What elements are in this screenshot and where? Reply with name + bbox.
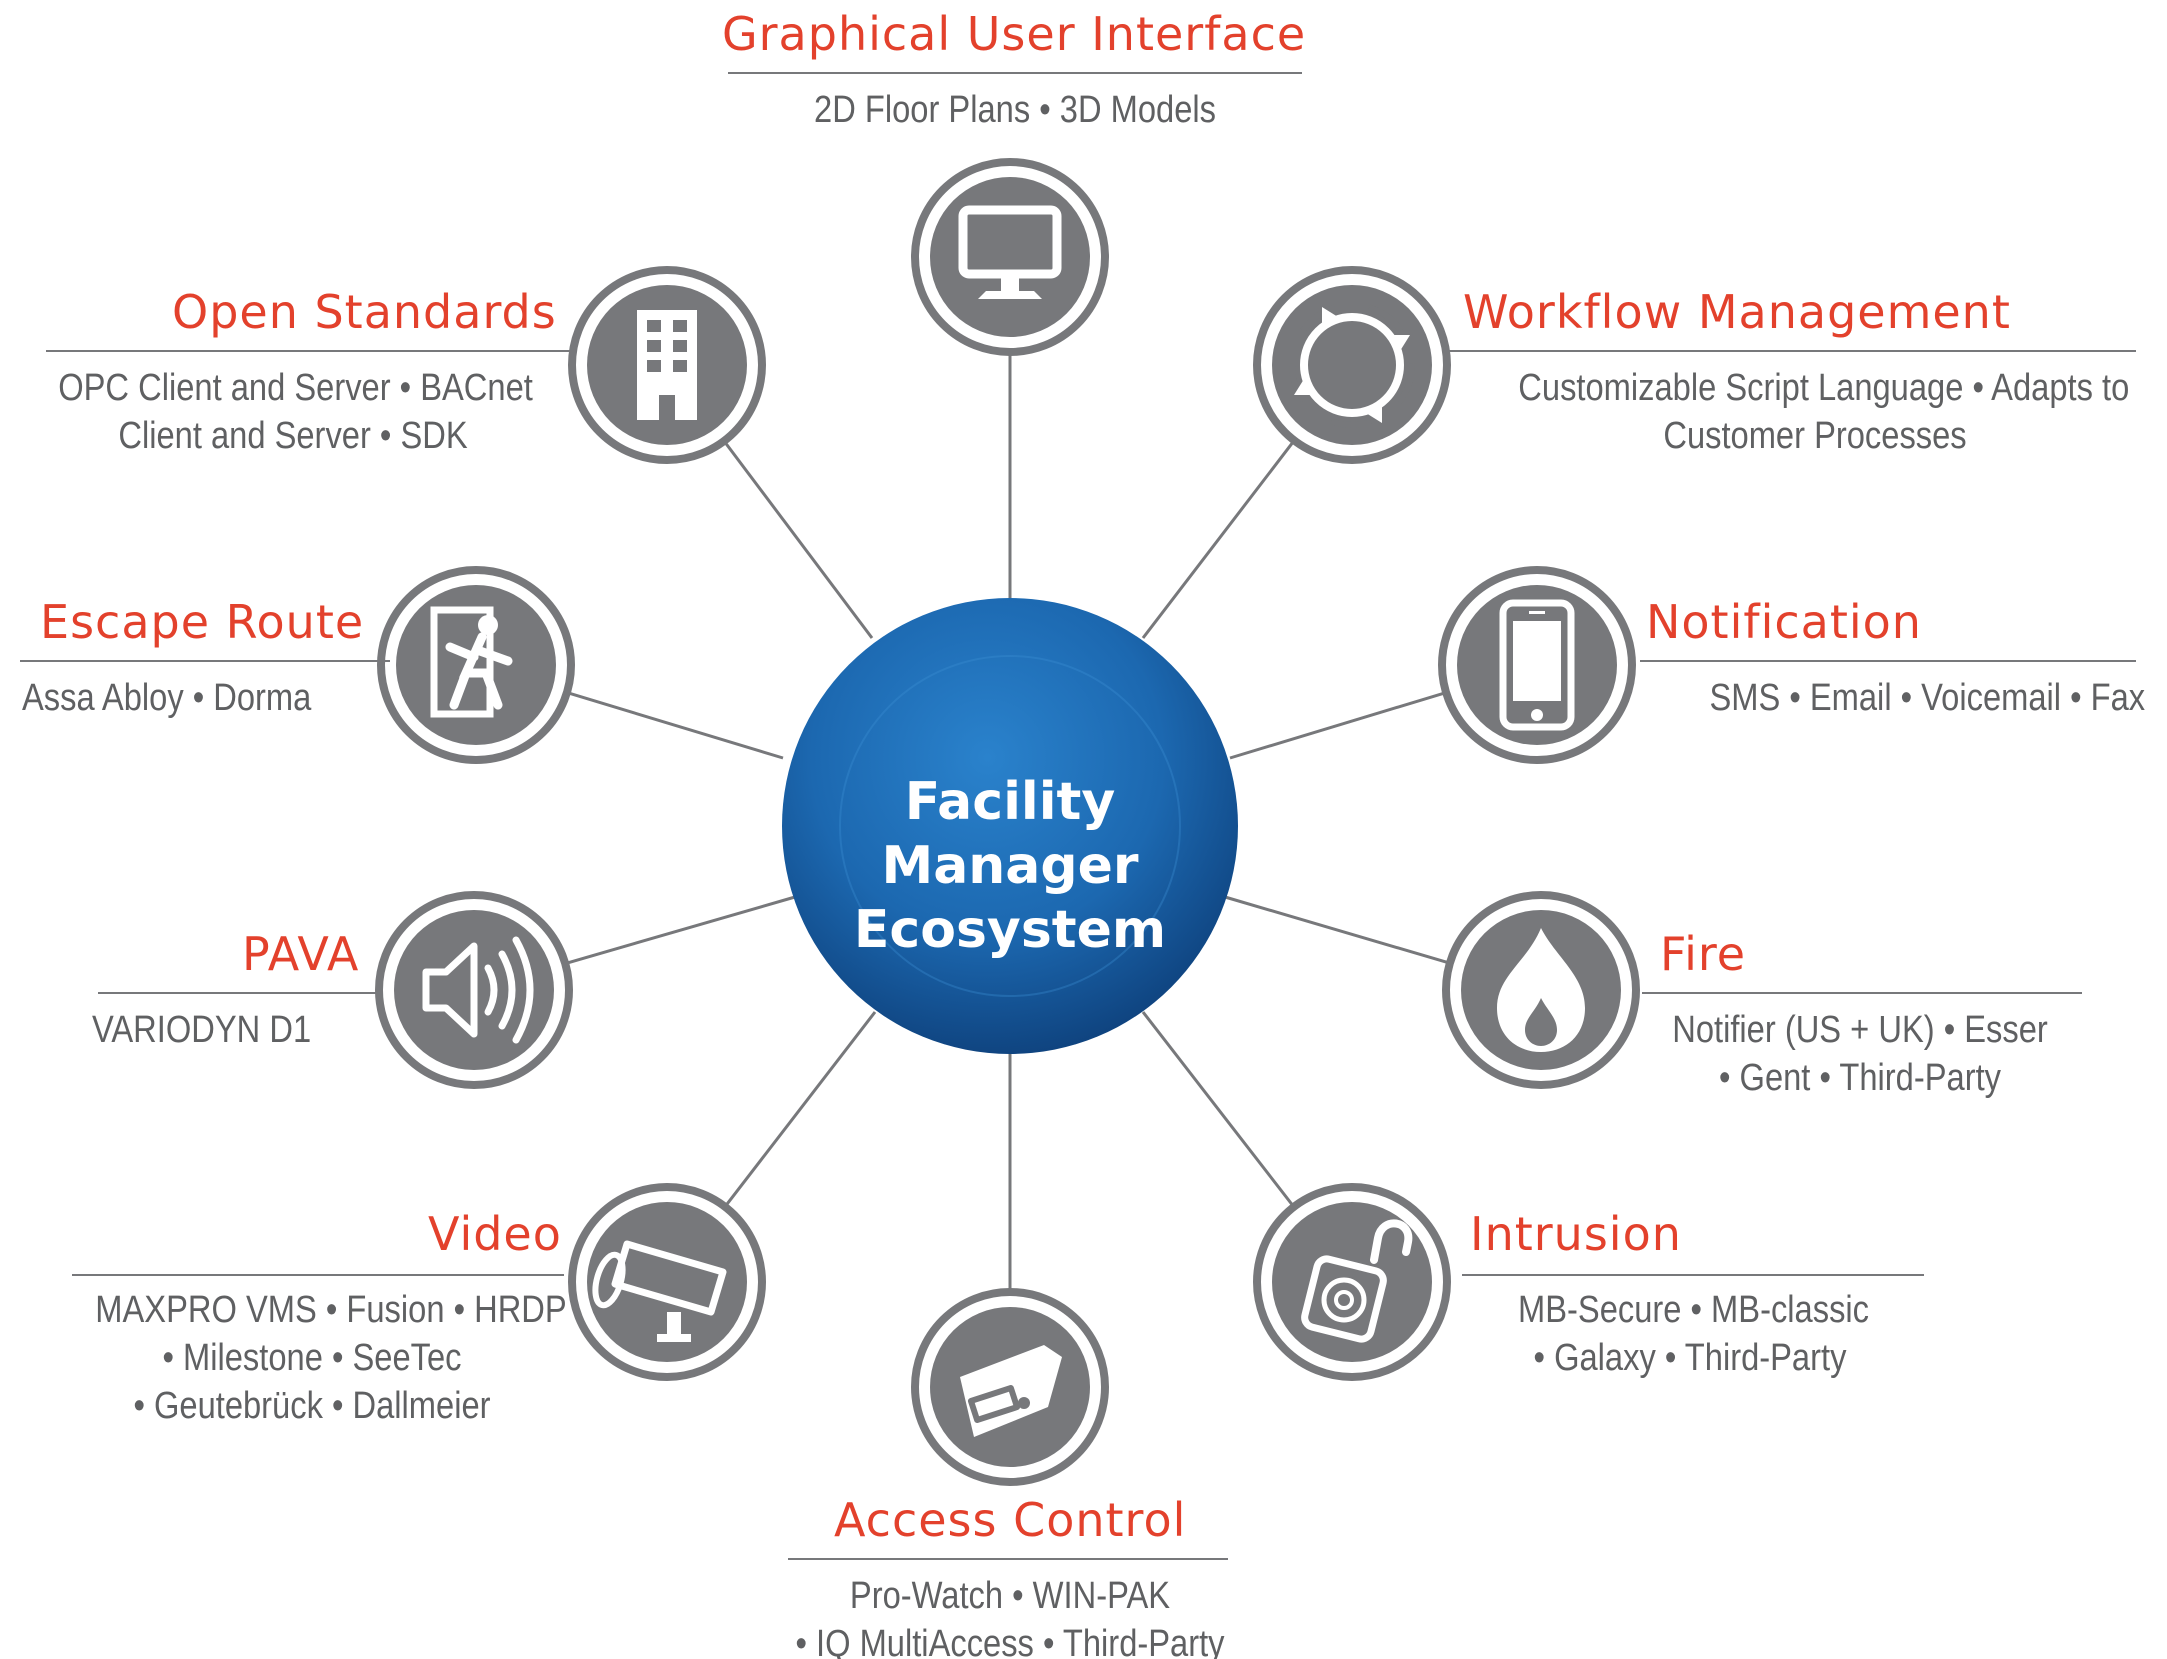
hub-label-line-1: Facility Manager: [881, 772, 1139, 896]
node-workflow-title: Workflow Management: [1463, 285, 2011, 339]
description-line: Notifier (US + UK) • Esser: [1672, 1009, 2048, 1051]
description-line: SMS • Email • Voicemail • Fax: [1709, 677, 2146, 719]
node-access-control-description: Pro-Watch • WIN-PAK • IQ MultiAccess • T…: [795, 1572, 1225, 1659]
node-pava-title: PAVA: [242, 927, 360, 981]
description-line: Client and Server • SDK: [118, 415, 468, 457]
node-video-description: MAXPRO VMS • Fusion • HRDP • Milestone •…: [95, 1286, 567, 1430]
node-notification-title: Notification: [1646, 595, 1922, 649]
description-line: Pro-Watch • WIN-PAK: [849, 1575, 1171, 1617]
node-notification-description: SMS • Email • Voicemail • Fax: [1709, 674, 2146, 722]
node-pava-rule: [98, 992, 376, 994]
description-line: • IQ MultiAccess • Third-Party: [795, 1623, 1225, 1659]
node-open-standards-title: Open Standards: [172, 285, 557, 339]
speaker-icon: [375, 891, 573, 1089]
node-fire-description: Notifier (US + UK) • Esser • Gent • Thir…: [1671, 1006, 2049, 1102]
hub-label: Facility Manager Ecosystem: [780, 770, 1240, 962]
node-escape-route-rule: [20, 660, 390, 662]
node-escape-route-description: Assa Abloy • Dorma: [22, 674, 366, 722]
cctv-camera-icon: [568, 1183, 766, 1381]
emergency-exit-icon: [377, 566, 575, 764]
description-line: • Gent • Third-Party: [1719, 1057, 2001, 1099]
description-line: • Milestone • SeeTec: [162, 1337, 462, 1379]
description-line: Assa Abloy • Dorma: [22, 677, 312, 719]
node-gui-description: 2D Floor Plans • 3D Models: [768, 86, 1262, 134]
hub-label-line-2: Ecosystem: [853, 900, 1167, 960]
node-open-standards-description: OPC Client and Server • BACnet Client an…: [58, 364, 533, 460]
description-line: Customizable Script Language • Adapts to: [1518, 367, 2130, 409]
description-line: • Geutebrück • Dallmeier: [133, 1385, 491, 1427]
building-icon: [568, 266, 766, 464]
node-intrusion-title: Intrusion: [1470, 1207, 1682, 1261]
open-padlock-icon: [1253, 1183, 1451, 1381]
node-open-standards-rule: [46, 350, 574, 352]
description-line: • Galaxy • Third-Party: [1533, 1337, 1847, 1379]
node-pava-description: VARIODYN D1: [92, 1006, 350, 1054]
node-intrusion-description: MB-Secure • MB-classic • Galaxy • Third-…: [1518, 1286, 1870, 1382]
node-escape-route-title: Escape Route: [40, 595, 365, 649]
description-line: Customer Processes: [1663, 415, 1967, 457]
description-line: VARIODYN D1: [92, 1009, 312, 1051]
flame-icon: [1442, 891, 1640, 1089]
node-video-rule: [72, 1274, 564, 1276]
refresh-cycle-icon: [1253, 266, 1451, 464]
monitor-icon: [911, 158, 1109, 356]
description-line: 2D Floor Plans • 3D Models: [814, 89, 1216, 131]
node-gui-title: Graphical User Interface: [722, 7, 1307, 61]
node-access-control-rule: [788, 1558, 1228, 1560]
smartphone-icon: [1438, 566, 1636, 764]
node-fire-rule: [1642, 992, 2082, 994]
card-swipe-icon: [911, 1288, 1109, 1486]
description-line: MB-Secure • MB-classic: [1518, 1289, 1870, 1331]
node-access-control-title: Access Control: [834, 1493, 1187, 1547]
node-fire-title: Fire: [1660, 927, 1747, 981]
node-workflow-rule: [1448, 350, 2136, 352]
description-line: MAXPRO VMS • Fusion • HRDP: [95, 1289, 567, 1331]
hub-circle: [782, 598, 1238, 1054]
node-intrusion-rule: [1462, 1274, 1924, 1276]
node-workflow-description: Customizable Script Language • Adapts to…: [1518, 364, 2130, 460]
description-line: OPC Client and Server • BACnet: [58, 367, 533, 409]
node-video-title: Video: [428, 1207, 562, 1261]
node-notification-rule: [1640, 660, 2136, 662]
node-gui-rule: [728, 72, 1302, 74]
